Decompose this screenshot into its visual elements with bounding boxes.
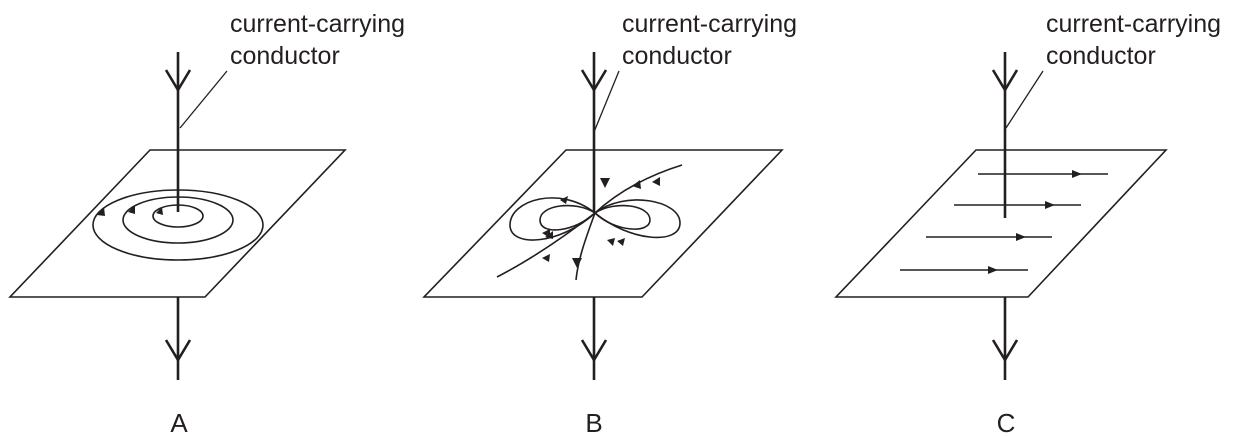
field-line-down xyxy=(575,212,596,281)
field-arrow-middle xyxy=(128,205,135,214)
current-arrow-upper xyxy=(580,69,608,93)
field-arrow xyxy=(572,258,582,268)
current-arrow-lower xyxy=(580,339,608,363)
diagram-a: current-carrying conductor A xyxy=(8,10,405,436)
field-arrow xyxy=(607,238,615,246)
current-arrow-lower xyxy=(991,339,1019,363)
field-arrow xyxy=(545,231,553,239)
diagram-c: current-carrying conductor C xyxy=(834,10,1221,436)
field-arrow xyxy=(542,254,550,262)
field-arrow xyxy=(988,266,998,274)
diagram-b: current-carrying conductor B xyxy=(422,10,797,436)
field-arrow-outer xyxy=(97,207,105,216)
field-arrow xyxy=(1072,170,1082,178)
conductor-label-line2: conductor xyxy=(1046,42,1156,70)
field-arrow xyxy=(617,238,625,246)
option-letter: A xyxy=(170,408,188,436)
conductor-label-line1: current-carrying xyxy=(1046,10,1221,38)
field-arrow-inner xyxy=(156,207,163,215)
conductor-label-line1: current-carrying xyxy=(622,10,797,38)
field-arrow xyxy=(632,180,641,189)
current-arrow-lower xyxy=(164,339,192,363)
card-plane xyxy=(8,149,347,298)
label-pointer-line xyxy=(593,70,620,133)
label-pointer-line xyxy=(1005,70,1044,129)
conductor-label-line1: current-carrying xyxy=(230,10,405,38)
current-arrow-upper xyxy=(164,69,192,93)
field-arrow xyxy=(652,177,660,186)
option-letter: C xyxy=(997,408,1016,436)
field-arrow xyxy=(600,178,610,188)
field-line-down-left xyxy=(496,212,596,278)
field-loop-right-outer xyxy=(594,199,681,239)
label-pointer-line xyxy=(179,70,228,129)
conductor-label-line2: conductor xyxy=(230,42,340,70)
card-plane xyxy=(834,149,1168,298)
field-loop-left-outer xyxy=(509,197,596,241)
card-plane xyxy=(422,149,784,298)
field-loop-right-inner xyxy=(594,204,651,230)
current-arrow-upper xyxy=(991,69,1019,93)
option-letter: B xyxy=(585,408,602,436)
field-loop-left-inner xyxy=(539,204,596,231)
field-arrow xyxy=(1045,201,1055,209)
conductor-label-line2: conductor xyxy=(622,42,732,70)
field-arrow xyxy=(560,196,568,204)
field-arrow xyxy=(1016,233,1026,241)
